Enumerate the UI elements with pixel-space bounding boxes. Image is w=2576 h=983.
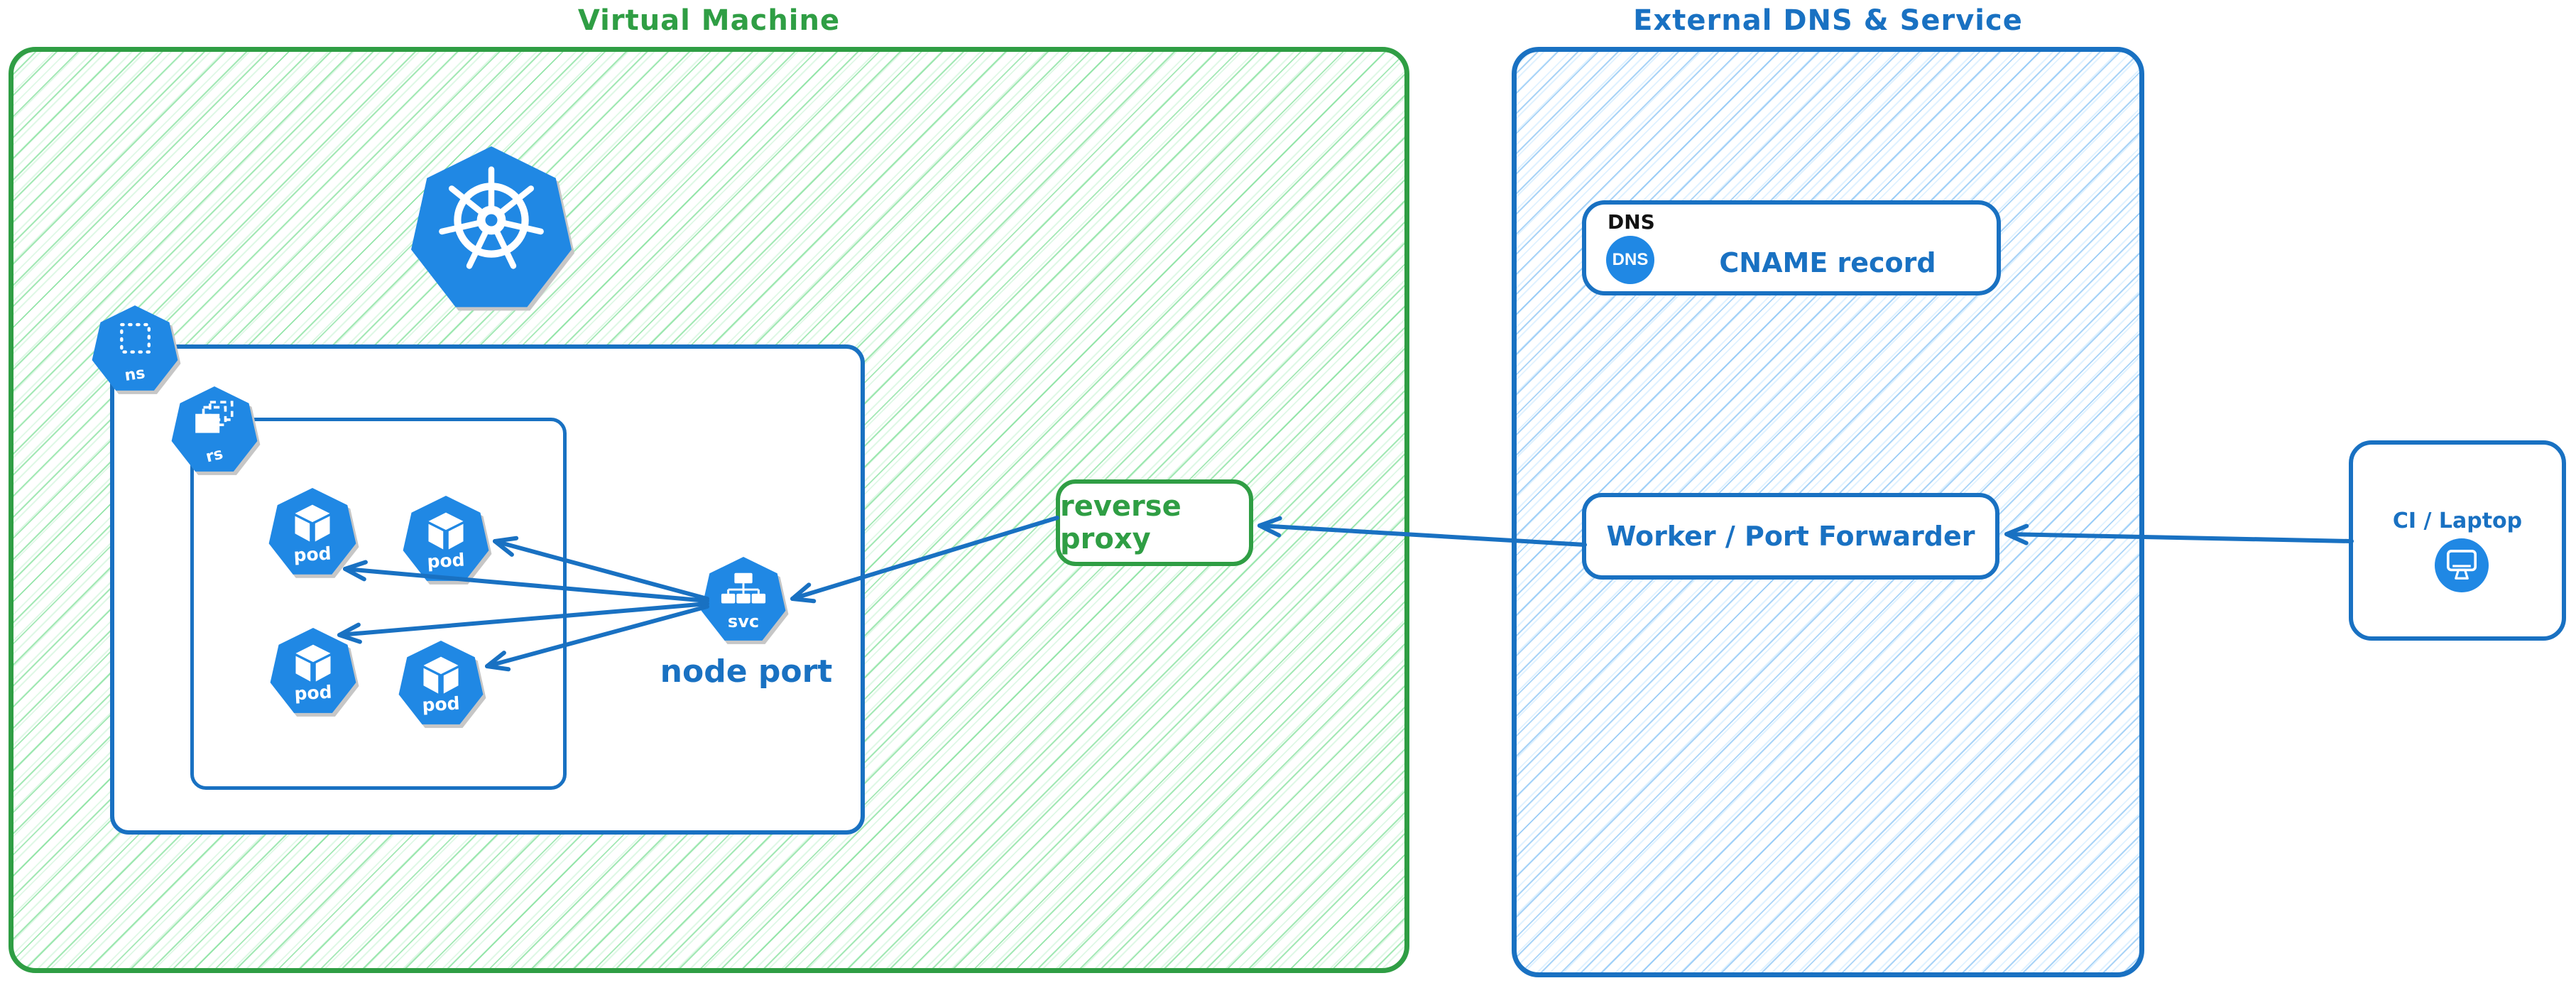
worker-port-forwarder-label: Worker / Port Forwarder [1606, 521, 1975, 552]
service-heptagon: svc [701, 557, 786, 641]
reverse-proxy-label: reverse proxy [1060, 490, 1181, 555]
service-label: svc [727, 612, 760, 632]
pod-shape-1: pod [268, 488, 357, 579]
pod-icon [428, 512, 464, 550]
namespace-icon [120, 322, 151, 354]
pod-heptagon: pod [403, 496, 489, 581]
dns-record-box: DNS DNS CNAME record [1582, 200, 2001, 295]
dns-badge-label: DNS [1612, 250, 1649, 269]
virtual-machine-title: Virtual Machine [577, 4, 841, 37]
service-badge: svc [700, 557, 787, 645]
dns-icon: DNS [1606, 236, 1654, 284]
replicaset-label: rs [204, 445, 225, 467]
kubernetes-logo-icon [439, 166, 544, 269]
pod-heptagon: pod [398, 641, 484, 724]
pod-icon [423, 657, 459, 694]
ci-laptop-label: CI / Laptop [2392, 509, 2523, 533]
monitor-icon [2446, 550, 2477, 580]
pod-heptagon: pod [270, 628, 356, 713]
external-dns-service-title: External DNS & Service [1633, 4, 2023, 37]
namespace-label: ns [124, 364, 146, 385]
worker-port-forwarder-box: Worker / Port Forwarder [1582, 493, 1999, 580]
pod-label: pod [426, 549, 466, 572]
ci-laptop-box: CI / Laptop [2349, 440, 2566, 641]
dns-header-label: DNS [1608, 210, 1655, 234]
pod-label: pod [293, 681, 333, 705]
namespace-heptagon: ns [92, 305, 178, 391]
pod-label: pod [421, 693, 461, 716]
pod-icon [295, 644, 331, 682]
pod-icon [295, 504, 330, 542]
pod-shape-3: pod [269, 628, 357, 717]
pod-shape-2: pod [402, 496, 490, 585]
namespace-badge: ns [91, 305, 179, 395]
laptop-badge [2435, 538, 2489, 592]
replicaset-heptagon: rs [171, 386, 258, 472]
reverse-proxy-box: reverse proxy [1056, 479, 1253, 566]
cname-record-label: CNAME record [1719, 247, 1936, 278]
replicaset-badge: rs [170, 386, 258, 476]
kubernetes-logo [409, 146, 574, 315]
pod-label: pod [293, 543, 332, 565]
replicaset-icon [195, 401, 234, 433]
node-port-label: node port [660, 653, 833, 690]
service-icon [721, 572, 766, 604]
kubernetes-logo-heptagon [411, 146, 572, 308]
pod-heptagon: pod [268, 488, 356, 575]
pod-shape-4: pod [398, 641, 484, 729]
